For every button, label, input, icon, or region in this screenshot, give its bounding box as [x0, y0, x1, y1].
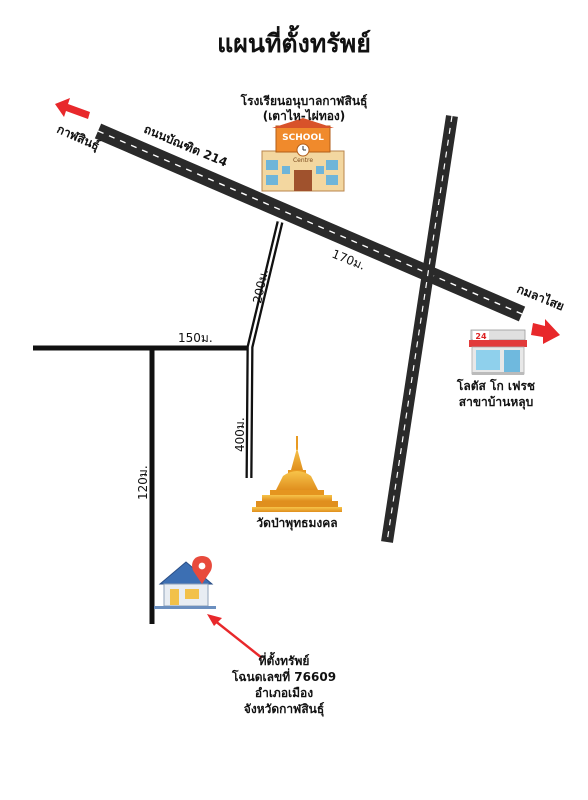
store-name-line1: โลตัส โก เฟรช	[456, 378, 535, 393]
temple-name-label: วัดป่าพุทธมงคล	[256, 516, 337, 531]
temple-icon	[252, 436, 342, 512]
property-label-line4: จังหวัดกาฬสินธุ์	[244, 702, 324, 717]
distance-400-label: 400ม.	[233, 417, 247, 452]
right-direction-arrow	[531, 319, 560, 344]
store-badge-text: 24	[475, 332, 487, 341]
school-icon: SCHOOL Centre	[261, 118, 345, 192]
school-sign-text: SCHOOL	[282, 133, 324, 143]
left-direction-arrow	[55, 98, 90, 119]
property-pointer-arrow	[207, 614, 263, 659]
school-name-line2: (เตาไห-ไผ่ทอง)	[263, 108, 346, 123]
vertical-highway-road	[381, 115, 458, 543]
map-title: แผนที่ตั้งทรัพย์	[217, 24, 371, 58]
school-name-line1: โรงเรียนอนุบาลกาฬสินธุ์	[240, 93, 368, 109]
store-icon: 24	[469, 329, 527, 375]
left-direction-label: กาฬสินธุ์	[54, 122, 101, 154]
property-label-line2: โฉนดเลขที่ 76609	[231, 668, 336, 684]
store-name-line2: สาขาบ้านหลุบ	[459, 395, 533, 410]
property-label-line1: ที่ตั้งทรัพย์	[259, 651, 310, 668]
property-label-line3: อำเภอเมือง	[255, 686, 313, 700]
distance-150-label: 150ม.	[178, 331, 213, 345]
school-sign-subtext: Centre	[293, 157, 313, 164]
access-road-double	[245, 221, 284, 479]
highway-road	[94, 123, 526, 322]
location-pin-icon	[192, 556, 212, 584]
distance-120-label: 120ม.	[136, 465, 150, 500]
